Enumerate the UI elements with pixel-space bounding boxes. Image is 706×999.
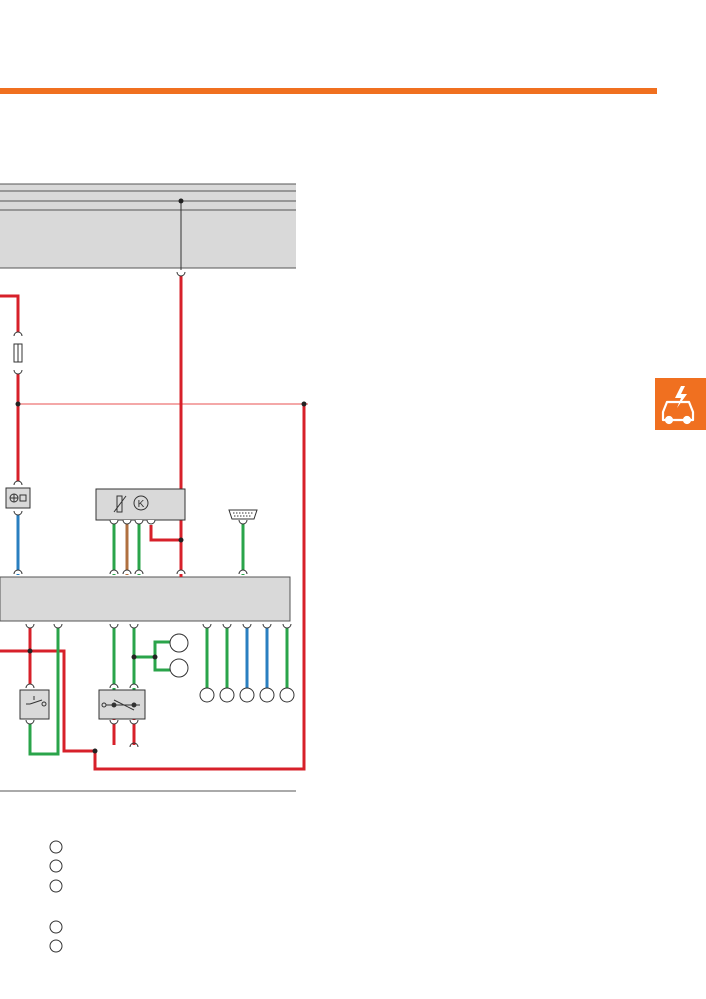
sensor-k-icon xyxy=(113,495,149,513)
legend-item-2 xyxy=(49,859,63,873)
junction-dots xyxy=(15,401,307,754)
header-accent-bar xyxy=(0,88,657,94)
obd-connector-icon xyxy=(228,509,258,525)
green-wires xyxy=(28,520,289,756)
section-tab[interactable] xyxy=(655,378,706,430)
legend-item-5 xyxy=(49,939,63,953)
switch-b xyxy=(98,683,146,748)
sensor-symbol: K xyxy=(138,499,145,510)
fuse-icon xyxy=(13,343,23,363)
red-wires xyxy=(0,272,306,771)
control-unit xyxy=(0,576,291,622)
legend-item-3 xyxy=(49,879,63,893)
car-lightning-icon xyxy=(661,386,695,425)
legend-item-4 xyxy=(49,920,63,934)
reference-circles xyxy=(169,633,295,703)
sensor-unit: K xyxy=(95,488,186,525)
blue-wires xyxy=(16,511,269,690)
blower-motor xyxy=(5,480,31,516)
switch-icon xyxy=(26,696,47,707)
fan-motor-icon xyxy=(9,493,27,503)
switch-icon xyxy=(101,699,140,711)
connector-pins xyxy=(13,271,292,629)
power-bus-top xyxy=(0,183,296,270)
legend-item-1 xyxy=(49,840,63,854)
switch-a xyxy=(19,683,50,725)
legend-bullets xyxy=(49,840,63,953)
